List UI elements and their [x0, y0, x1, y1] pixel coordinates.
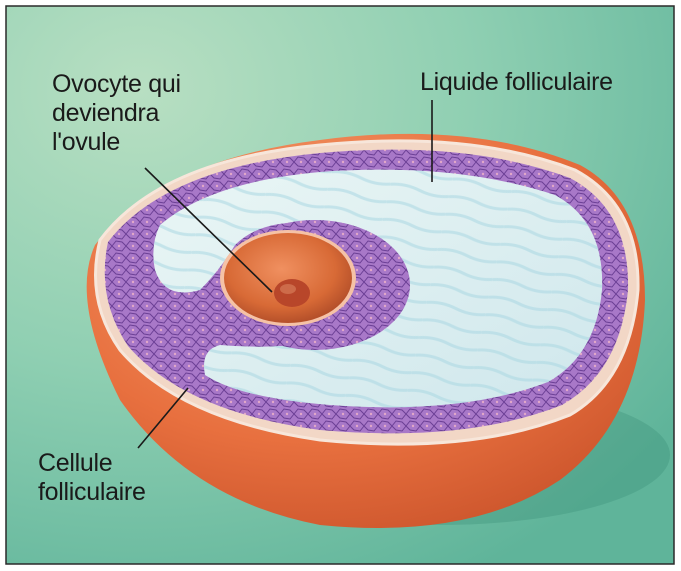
- label-oocyte-line-2: deviendra: [52, 99, 181, 128]
- label-cell-line-2: folliculaire: [38, 478, 146, 507]
- label-cell: Cellule folliculaire: [38, 449, 146, 507]
- label-fluid-text: Liquide folliculaire: [420, 68, 613, 97]
- label-fluid: Liquide folliculaire: [420, 68, 613, 97]
- label-cell-line-1: Cellule: [38, 449, 146, 478]
- label-oocyte-line-1: Ovocyte qui: [52, 70, 181, 99]
- label-oocyte-line-3: l'ovule: [52, 128, 181, 157]
- oocyte: [224, 233, 352, 323]
- label-oocyte: Ovocyte qui deviendra l'ovule: [52, 70, 181, 157]
